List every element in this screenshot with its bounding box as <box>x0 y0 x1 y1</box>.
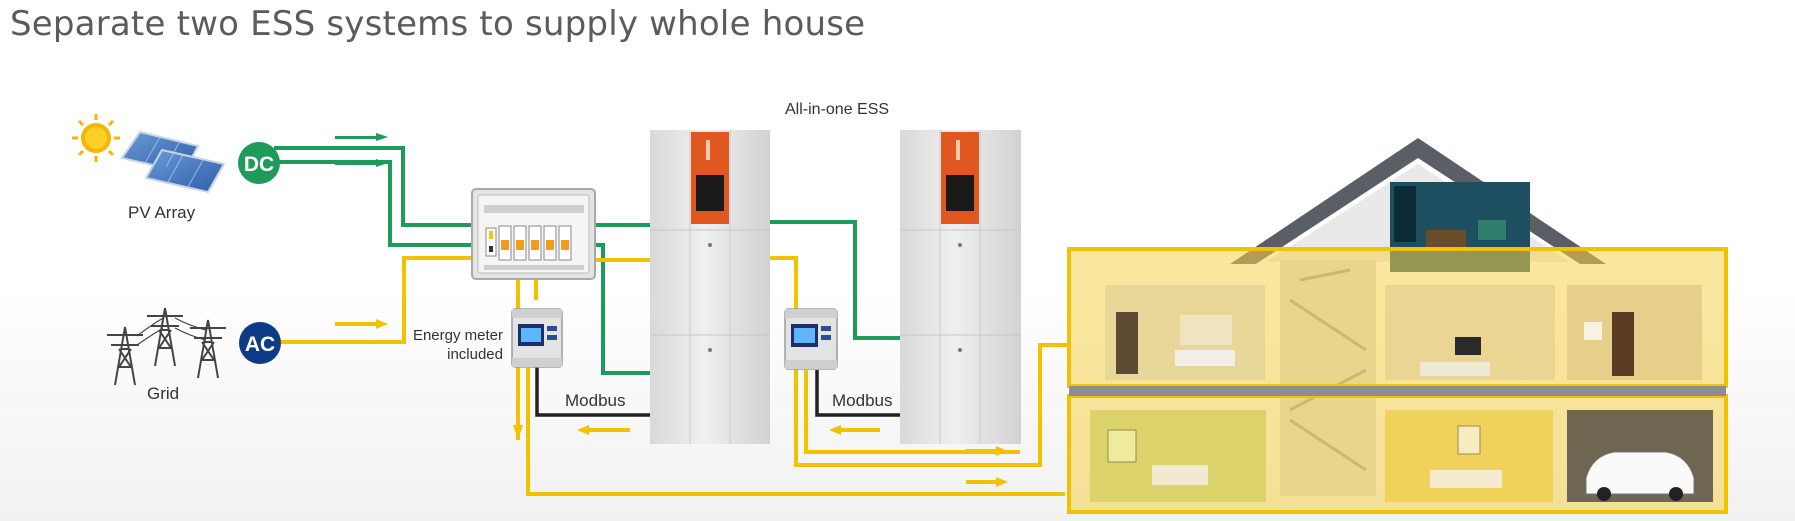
energy-meter-left <box>511 308 563 368</box>
modbus-label-right: Modbus <box>832 391 893 410</box>
grid-label: Grid <box>147 384 180 403</box>
ac-badge: AC <box>239 322 281 364</box>
all-in-one-ess-label: All-in-one ESS <box>785 101 890 118</box>
svg-text:AC: AC <box>245 333 275 356</box>
dc-lines <box>274 146 900 375</box>
dc-badge: DC <box>238 142 280 184</box>
ess-unit-right <box>900 130 1021 444</box>
energy-meter-right <box>784 308 838 370</box>
page-title: Separate two ESS systems to supply whole… <box>10 4 866 44</box>
svg-text:DC: DC <box>244 153 274 176</box>
distribution-box <box>471 188 596 280</box>
sun-icon <box>72 114 120 162</box>
dc-arrows <box>335 133 388 167</box>
modbus-label-left: Modbus <box>565 391 626 410</box>
energy-meter-label: Energy meter included <box>390 326 503 364</box>
solar-panel-icon <box>120 130 226 194</box>
house-illustration <box>1067 138 1728 514</box>
energy-meter-label-line2: included <box>447 346 503 363</box>
ac-lines <box>280 256 1068 496</box>
energy-meter-label-line1: Energy meter <box>412 327 503 344</box>
ess-unit-left <box>650 130 770 444</box>
power-tower-icon <box>107 307 226 386</box>
modbus-lines <box>535 366 900 417</box>
pv-array-label: PV Array <box>128 203 196 222</box>
ac-arrows <box>335 319 1008 487</box>
